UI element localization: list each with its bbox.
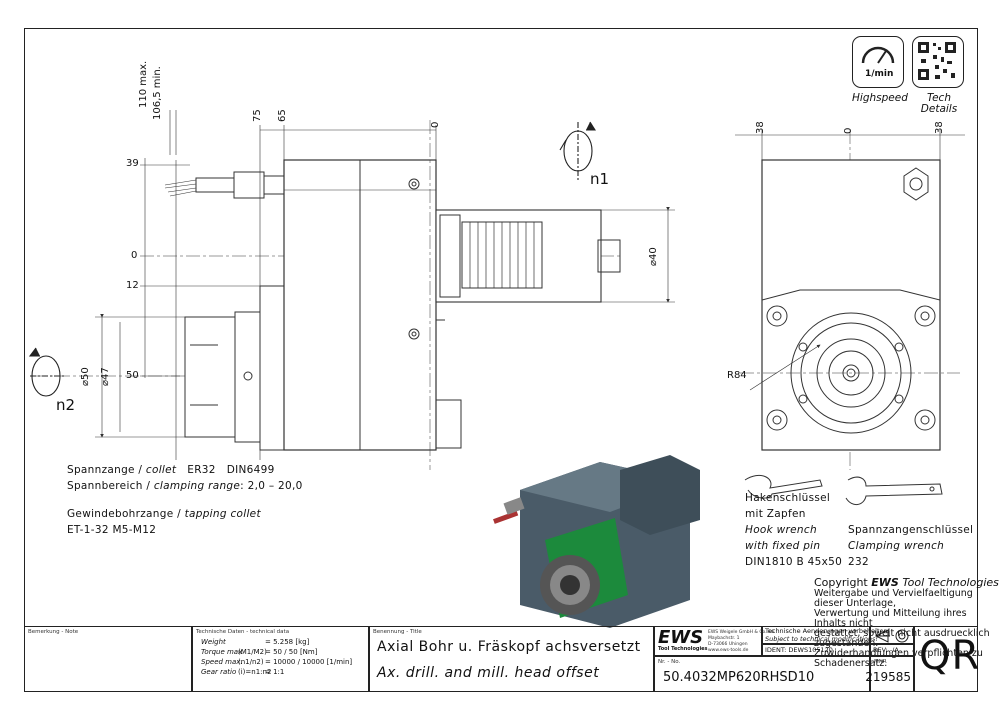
clamping-wrench-l2: Clamping wrench — [848, 540, 945, 552]
render-3d-image — [493, 455, 700, 628]
end-view — [735, 130, 965, 470]
ident-label: IDENT: DEWS105120 — [765, 646, 833, 654]
dim-75: 75 — [252, 109, 263, 122]
dim-38-right: 38 — [934, 121, 945, 134]
clamping-wrench-l1: Spannzangenschlüssel — [848, 524, 974, 536]
company-line-3: D-73066 Uhingen — [708, 642, 748, 647]
notice-german: Technische Aenderungen vorbehalten! — [765, 627, 891, 635]
dim-110-max: 110 max. — [138, 60, 149, 108]
qr-label-cell: QR — [914, 626, 981, 692]
highspeed-icon: 1/min — [852, 36, 904, 88]
tech-data-cell: Technische Daten - technical data Weight… — [192, 626, 369, 692]
tech-details-caption-2: Details — [920, 103, 958, 115]
dim-0-left: 0 — [131, 250, 138, 261]
ident-cell: IDENT: DEWS105120 — [762, 644, 870, 656]
dim-diameter-40: ⌀40 — [648, 247, 659, 266]
tech-row-torque-val: = 50 / 50 [Nm] — [265, 648, 318, 656]
rev-label: REV: -/A — [873, 646, 899, 654]
ews-logo-sub: Tool Technologies — [658, 646, 708, 652]
highspeed-unit: 1/min — [865, 69, 894, 79]
dim-38-left: 38 — [755, 121, 766, 134]
dim-0-right: 0 — [843, 127, 854, 134]
tech-details-qr-icon[interactable] — [912, 36, 964, 88]
remark-cell: Bemerkung - Note — [24, 626, 192, 692]
tech-row-gear-key: Gear ratio — [201, 668, 237, 676]
notice-english: Subject to technical modifications! — [765, 635, 878, 643]
mnr-cell: MNR 219585 — [865, 656, 914, 692]
tech-row-speed-val: = 10000 / 10000 [1/min] — [265, 658, 353, 666]
tech-data-label: Technische Daten - technical data — [196, 629, 290, 635]
dim-0-top: 0 — [430, 121, 441, 128]
clamping-wrench-drawing — [845, 476, 943, 505]
title-english: Ax. drill. and mill. head offset — [377, 665, 600, 681]
company-line-1: EWS Weigele GmbH & Co. KG — [708, 630, 775, 635]
tech-details-caption-1: Tech — [926, 92, 951, 104]
tech-row-speed-key: Speed max. — [201, 658, 243, 666]
title-block-view-symbol — [874, 629, 909, 643]
tech-row-gear-val: = 1:1 — [265, 668, 285, 676]
tech-row-speed-unit: (n1/n2) — [238, 658, 264, 666]
rotation-n1-symbol — [559, 121, 596, 182]
tech-row-torque-unit: (M1/M2) — [238, 648, 267, 656]
mnr-label: MNR — [874, 659, 887, 665]
tech-row-torque-key: Torque max. — [201, 648, 245, 656]
dim-65: 65 — [277, 109, 288, 122]
hook-wrench-l3: Hook wrench — [745, 524, 817, 536]
hook-wrench-l5: DIN1810 B 45x50 — [745, 556, 843, 568]
speedometer-icon — [861, 46, 895, 64]
part-number-label: Nr. - No. — [658, 659, 681, 665]
dim-diameter-50: ⌀50 — [80, 367, 91, 386]
dim-50: 50 — [126, 370, 139, 381]
rotation-n1-label: n1 — [590, 170, 610, 188]
part-number: 50.4032MP620RHSD10 — [663, 670, 815, 685]
title-cell: Benennung - Title Axial Bohr u. Fräskopf… — [369, 626, 654, 692]
dim-106-min: 106,5 min. — [152, 66, 163, 120]
hook-wrench-l1: Hakenschlüssel — [745, 492, 831, 504]
tech-row-weight-key: Weight — [201, 638, 226, 646]
ews-logo: EWS — [658, 627, 704, 648]
title-label: Benennung - Title — [373, 629, 422, 635]
rev-cell: REV: -/A — [870, 644, 914, 656]
rotation-n2-symbol — [28, 347, 64, 397]
qr-code-icon — [918, 42, 956, 80]
dim-diameter-47: ⌀47 — [100, 367, 111, 386]
hook-wrench-l2: mit Zapfen — [745, 508, 806, 520]
company-line-4: www.ews-tools.de — [708, 648, 749, 653]
symbol-cell — [870, 626, 914, 644]
collet-line-4: ET-1-32 M5-M12 — [67, 524, 157, 536]
rotation-n2-label: n2 — [56, 396, 76, 414]
notice-cell: Technische Aenderungen vorbehalten! Subj… — [762, 626, 890, 644]
dim-radius-84: R84 — [727, 370, 747, 381]
title-german: Axial Bohr u. Fräskopf achsversetzt — [377, 639, 641, 655]
tech-row-gear-unit: (i)=n1:n2 — [238, 668, 272, 676]
collet-line-1: Spannzange / collet ER32 DIN6499 — [67, 464, 275, 476]
highspeed-caption: Highspeed — [852, 92, 908, 104]
clamping-wrench-l3: 232 — [848, 556, 869, 568]
qr-label: QR — [919, 633, 981, 679]
dim-39: 39 — [126, 158, 139, 169]
company-logo-cell: EWS Tool Technologies EWS Weigele GmbH &… — [654, 626, 774, 656]
tech-row-weight-val: = 5.258 [kg] — [265, 638, 310, 646]
remark-label: Bemerkung - Note — [28, 629, 79, 635]
hook-wrench-drawing — [744, 475, 823, 499]
hook-wrench-l4: with fixed pin — [745, 540, 821, 552]
dim-12: 12 — [126, 280, 139, 291]
part-number-cell: Nr. - No. 50.4032MP620RHSD10 — [654, 656, 870, 692]
mnr-value: 219585 — [865, 670, 911, 684]
collet-line-3: Gewindebohrzange / tapping collet — [67, 508, 261, 520]
collet-line-2: Spannbereich / clamping range: 2,0 – 20,… — [67, 480, 303, 492]
side-view — [33, 110, 675, 470]
company-line-2: Maybachstr. 1 — [708, 636, 740, 641]
